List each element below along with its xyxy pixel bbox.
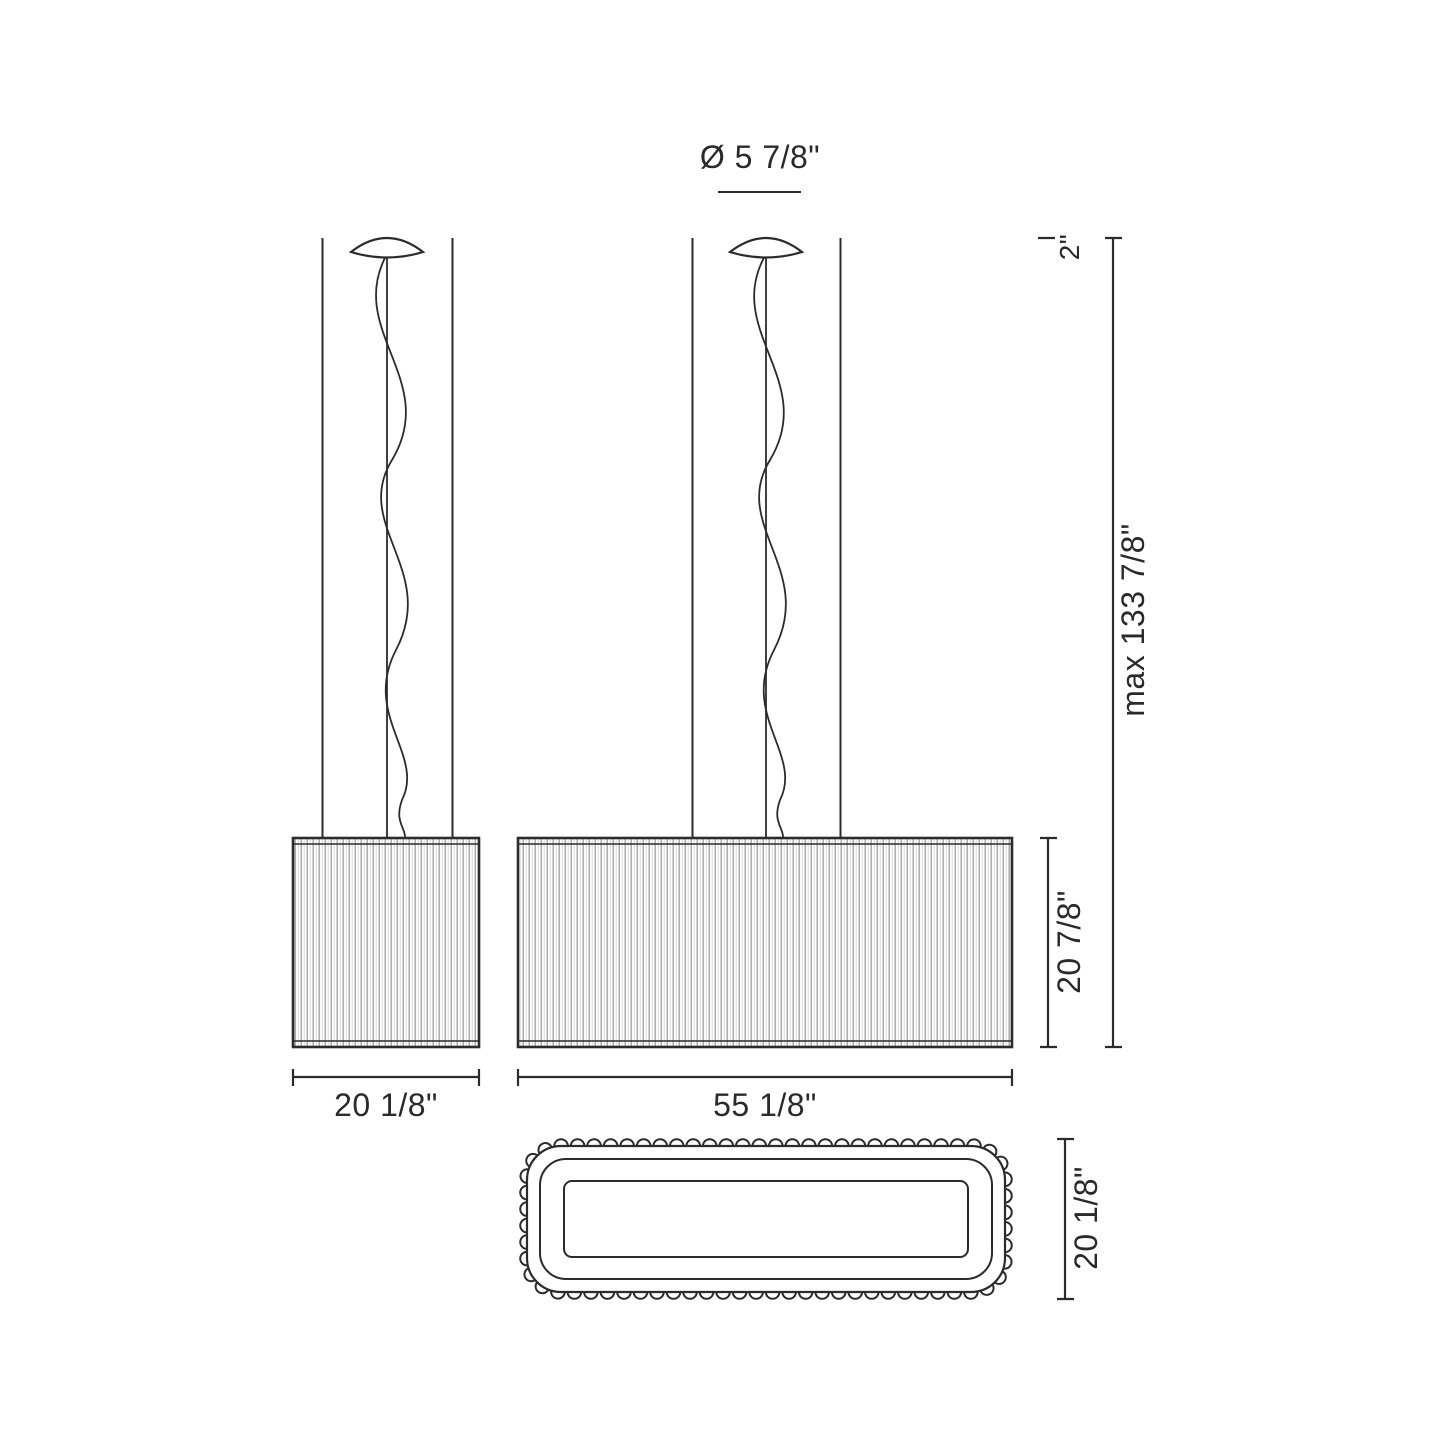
- dimension-canopy-height: 2": [1038, 234, 1085, 261]
- large-shade-width-label: 55 1/8": [713, 1087, 817, 1123]
- pleated-shade: [516, 836, 1014, 1049]
- top-view-middle-ring: [539, 1158, 993, 1280]
- dimension-small-shade-width: 20 1/8": [291, 1069, 481, 1123]
- max-height-label: max 133 7/8": [1115, 523, 1151, 716]
- power-cord: [375, 253, 409, 839]
- pleated-shade: [291, 836, 481, 1049]
- canopy-height-label: 2": [1054, 234, 1085, 261]
- power-cord: [753, 253, 787, 839]
- shade-top-view: [519, 1138, 1013, 1300]
- dimension-max-height: max 133 7/8": [1105, 236, 1151, 1049]
- top-view-outer-ring: [525, 1144, 1007, 1294]
- top-view-depth-label: 20 1/8": [1068, 1166, 1104, 1270]
- small-shade-width-label: 20 1/8": [334, 1087, 438, 1123]
- top-view-inner-diffuser: [563, 1180, 969, 1258]
- shade-height-label: 20 7/8": [1051, 890, 1087, 994]
- dimension-large-shade-width: 55 1/8": [516, 1069, 1014, 1123]
- small-lamp-front-view: [291, 236, 481, 1049]
- dimension-canopy-diameter: Ø 5 7/8": [700, 139, 820, 193]
- canopy-diameter-label: Ø 5 7/8": [700, 139, 820, 175]
- canopy: [727, 236, 805, 259]
- canopy: [348, 236, 426, 259]
- dimension-top-view-depth: 20 1/8": [1057, 1137, 1104, 1301]
- large-lamp-front-view: [516, 236, 1014, 1049]
- dimension-shade-height: 20 7/8": [1040, 836, 1087, 1049]
